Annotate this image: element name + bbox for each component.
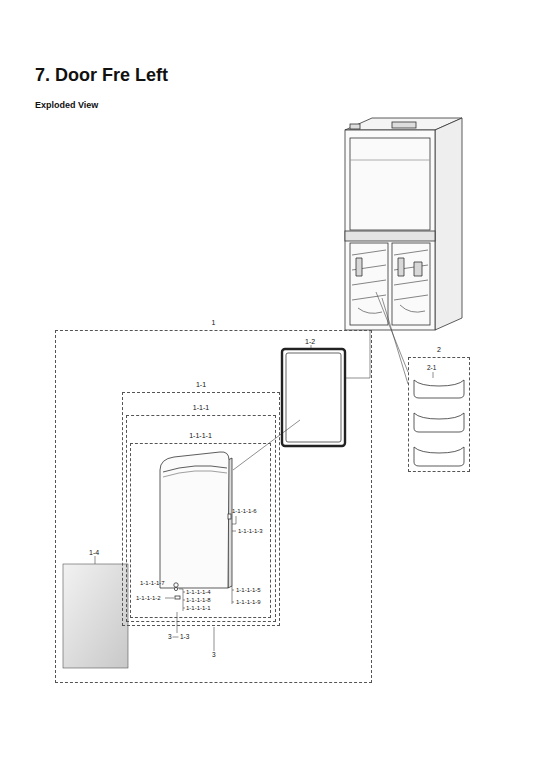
- drawing-stroke: [346, 330, 370, 378]
- assembly-group-box: 2: [408, 357, 470, 472]
- callout-number: 1-1-1-1-4: [186, 589, 211, 595]
- drawing-stroke: [356, 258, 422, 276]
- callout-number: 2: [436, 346, 442, 353]
- drawing-stroke: [177, 612, 178, 633]
- drawing-stroke: [63, 564, 128, 668]
- drawing-stroke: [179, 589, 183, 590]
- drawing-stroke: [286, 353, 341, 442]
- door-guard-bins: [414, 380, 464, 466]
- drawing-stroke: [382, 298, 408, 384]
- drawing-stroke: [228, 514, 231, 519]
- drawing-stroke: [173, 637, 179, 638]
- drawing-stroke: [232, 602, 234, 603]
- drawing-stroke: [183, 600, 185, 601]
- door-panel: [63, 564, 128, 668]
- page-title: 7. Door Fre Left: [35, 66, 168, 84]
- drawing-stroke: [435, 118, 462, 330]
- callout-number: 2-1: [427, 365, 436, 372]
- drawing-stroke: [214, 627, 215, 651]
- drawing-stroke: [165, 598, 174, 599]
- callout-number: 1-1-1-1-6: [232, 508, 257, 514]
- callout-number: 3: [168, 634, 172, 641]
- assembly-group-box: 11-11-1-11-1-1-1: [55, 330, 372, 683]
- drawing-stroke: [163, 471, 227, 477]
- drawing-stroke: [95, 556, 96, 564]
- callout-number: 1-1-1-1-9: [236, 599, 261, 605]
- drawing-stroke: [232, 590, 234, 591]
- callout-number: 1: [211, 319, 217, 326]
- drawing-stroke: [392, 122, 416, 128]
- callout-number: 1-1-1: [192, 404, 210, 411]
- callout-number: 1-2: [305, 338, 315, 345]
- callout-number: 1-1: [195, 381, 207, 388]
- drawing-stroke: [414, 413, 464, 432]
- door-foam-assembly: [160, 452, 232, 599]
- drawing-stroke: [352, 250, 428, 300]
- drawing-stroke: [174, 587, 177, 590]
- drawing-stroke: [175, 596, 180, 599]
- callout-number: 1-1-1-1-1: [186, 605, 211, 611]
- drawing-stroke: [183, 608, 185, 609]
- drawing-stroke: [174, 583, 178, 587]
- callout-number: 1-3: [180, 634, 189, 641]
- view-subtitle: Exploded View: [35, 101, 98, 110]
- drawing-stroke: [392, 243, 430, 325]
- drawing-stroke: [232, 586, 233, 604]
- drawing-stroke: [183, 592, 185, 593]
- callout-number: 1-1-1-1-7: [140, 580, 165, 586]
- drawing-stroke: [350, 138, 430, 230]
- drawing-stroke: [232, 516, 236, 524]
- drawing-stroke: [433, 372, 434, 378]
- callout-number: 1-1-1-1-8: [186, 597, 211, 603]
- drawing-stroke: [414, 447, 464, 466]
- drawing-stroke: [345, 231, 435, 241]
- drawing-stroke: [345, 130, 435, 330]
- callout-number: 1-1-1-1-2: [136, 595, 161, 601]
- drawing-stroke: [160, 452, 229, 588]
- refrigerator-cabinet: [345, 118, 462, 330]
- drawing-stroke: [282, 349, 345, 446]
- drawing-stroke: [358, 305, 425, 313]
- leader-lines: [95, 292, 433, 651]
- callout-number: 1-1-1-1-3: [238, 528, 263, 534]
- door-gasket: [282, 349, 345, 446]
- callout-number: 1-1-1-1: [188, 432, 213, 439]
- drawing-stroke: [350, 160, 430, 161]
- drawing-stroke: [350, 124, 360, 129]
- callout-number: 1-1-1-1-5: [236, 587, 261, 593]
- drawing-stroke: [414, 380, 464, 398]
- callout-number: 1-4: [89, 549, 99, 556]
- callout-number: 3: [212, 652, 216, 659]
